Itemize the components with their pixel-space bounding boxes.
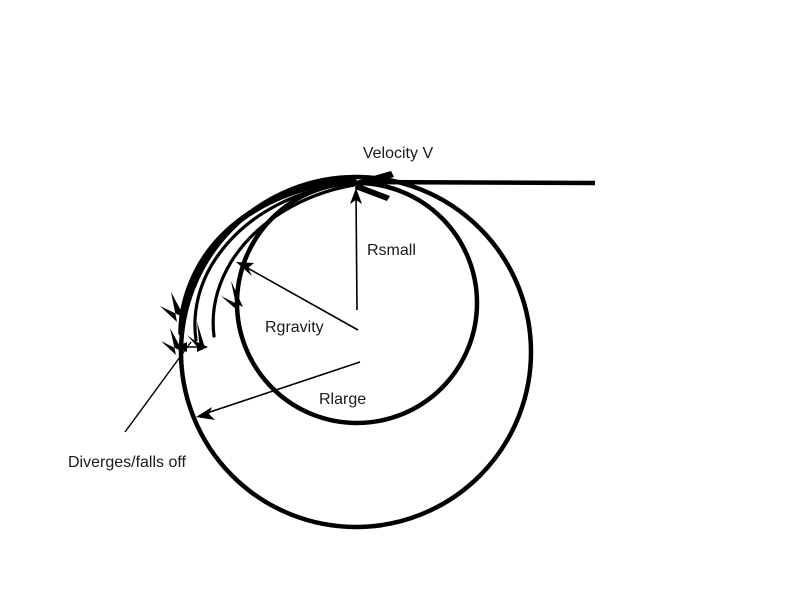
- gap-gauge-arrowhead-left: [176, 342, 187, 352]
- rgravity-arrowhead: [236, 262, 254, 276]
- velocity-arrowhead-lower-barb: [355, 183, 390, 201]
- rsmall-arrow-shaft: [355, 192, 358, 311]
- diverges-leader-line: [124, 341, 192, 433]
- velocity-arrow-shaft: [363, 179, 596, 186]
- gap-gauge-arrow: [176, 342, 208, 352]
- velocity-arrow: [355, 171, 596, 201]
- outer-spiral-arrowhead-upper: [160, 292, 185, 322]
- diverges-label: Diverges/falls off: [68, 454, 187, 471]
- rlarge-circle: [178, 174, 534, 530]
- rsmall-arrowhead: [350, 188, 362, 204]
- gap-gauge-arrowhead-right: [197, 342, 208, 352]
- inner-spiral-trajectory: [187, 181, 356, 350]
- rgravity-label: Rgravity: [265, 319, 324, 336]
- outer-spiral-arc: [178, 178, 357, 336]
- inner-spiral-arrowhead-upper: [221, 281, 243, 310]
- velocity-arrowhead-upper-barb: [356, 171, 394, 186]
- inner-spiral-arc: [193, 181, 356, 342]
- rgravity-arrow-shaft: [243, 265, 359, 331]
- rlarge-arrowhead: [196, 407, 215, 420]
- rgravity-arrow: [236, 262, 359, 331]
- velocity-label: Velocity V: [363, 145, 434, 162]
- inner-spiral-arc-secondary: [211, 183, 356, 338]
- inner-spiral-arrowhead-lower: [187, 322, 205, 350]
- outer-spiral-trajectory: [160, 178, 357, 355]
- rlarge-label: Rlarge: [319, 391, 366, 408]
- rsmall-label: Rsmall: [367, 242, 416, 259]
- rlarge-arrow-shaft: [203, 361, 361, 415]
- rlarge-arrow: [196, 361, 361, 420]
- outer-spiral-arrowhead-lower: [161, 328, 183, 355]
- rsmall-arrow: [350, 188, 362, 311]
